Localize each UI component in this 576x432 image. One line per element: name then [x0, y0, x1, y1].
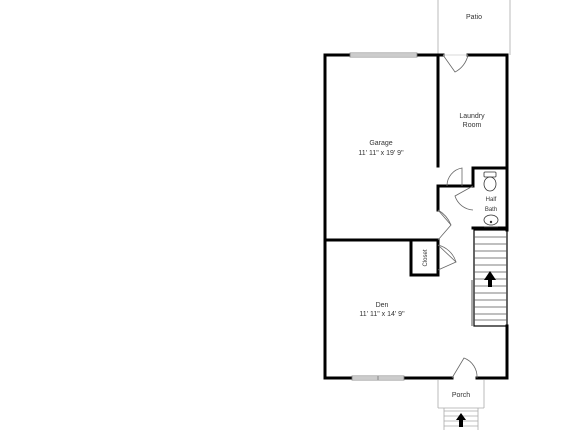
- door-swing-icon: [437, 244, 457, 271]
- up-arrow-icon: [456, 413, 466, 427]
- window-icon: [349, 52, 418, 58]
- garage-label: Garage: [369, 140, 392, 147]
- toilet-icon: [483, 171, 497, 192]
- den-dims: 11' 11" x 14' 9": [359, 311, 405, 318]
- up-arrow-icon: [484, 271, 496, 287]
- door-swing-icon: [451, 357, 478, 379]
- door-swing-icon: [437, 209, 452, 241]
- door-swing-icon: [442, 54, 469, 73]
- patio-label: Patio: [466, 14, 482, 21]
- interior-walls: [323, 53, 509, 277]
- sink-icon: [483, 214, 499, 228]
- garage-dims: 11' 11" x 19' 9": [358, 150, 404, 157]
- stairs: [471, 229, 508, 327]
- door-swing-icon: [446, 167, 463, 187]
- porch-label: Porch: [452, 392, 470, 399]
- closet-label: Closet: [423, 249, 429, 266]
- half-bath-label-line1: Half: [486, 197, 497, 203]
- door-swing-icon: [454, 185, 474, 211]
- half-bath-label-line2: Bath: [485, 207, 497, 213]
- patio-area: Patio: [437, 0, 511, 55]
- window-icon: [351, 375, 405, 381]
- exterior-walls: [323, 53, 509, 380]
- laundry-label-line2: Room: [463, 122, 482, 129]
- laundry-label-line1: Laundry: [459, 113, 485, 120]
- den-label: Den: [376, 302, 389, 309]
